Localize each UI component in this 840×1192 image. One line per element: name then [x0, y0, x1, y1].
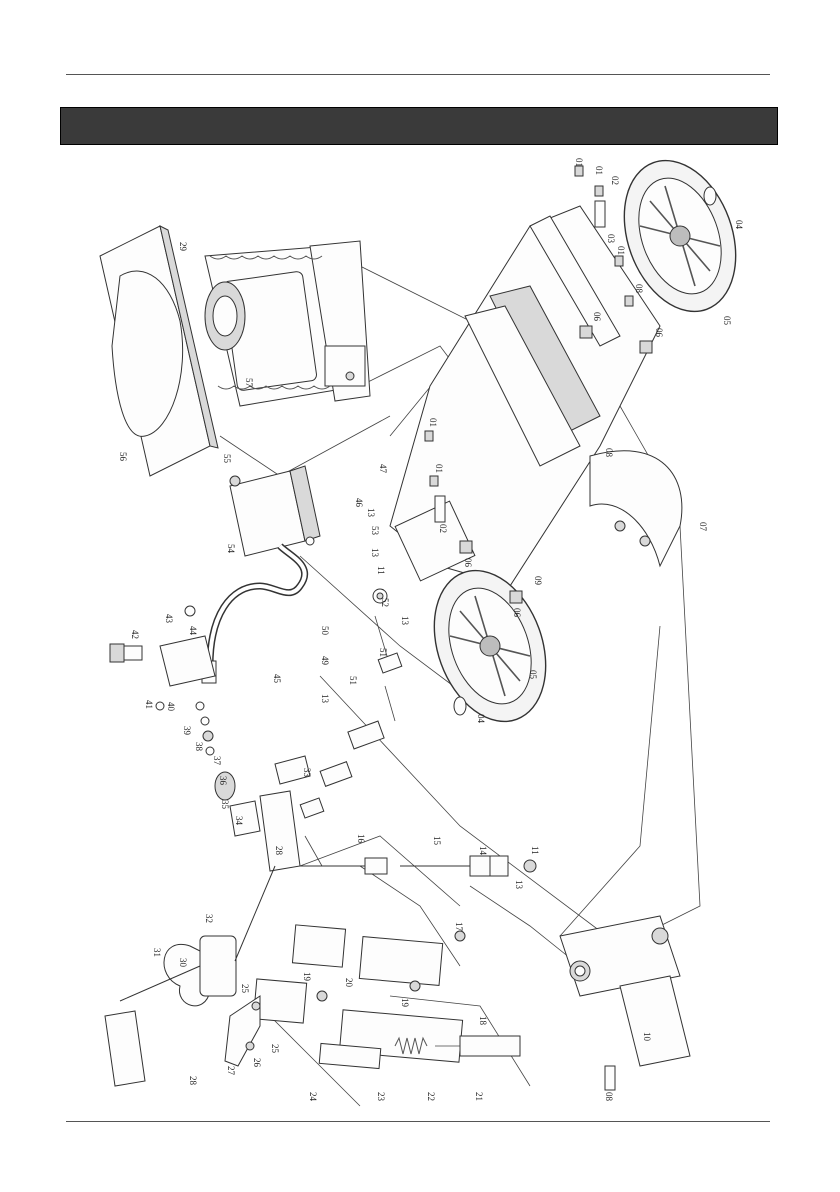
part-label: 05 — [528, 670, 538, 680]
part-label: 09 — [533, 576, 543, 586]
part-label: 07 — [698, 522, 708, 532]
part-label: 51 — [378, 648, 388, 657]
part-label: 04 — [476, 714, 486, 724]
part-label: 06 — [592, 312, 602, 322]
part-label: 11 — [530, 846, 540, 855]
lever-assembly — [225, 996, 260, 1066]
shaft-column — [253, 925, 465, 1062]
part-label: 02 — [438, 524, 448, 533]
part-label: 19 — [302, 972, 312, 982]
part-label: 24 — [308, 1092, 318, 1102]
footer-rule — [66, 1121, 770, 1122]
part-label: 28 — [274, 846, 284, 856]
part-label: 28 — [188, 1076, 198, 1086]
part-label: 54 — [226, 544, 236, 554]
part-label: 36 — [218, 776, 228, 786]
kickstand-bracket — [590, 451, 682, 566]
exploded-parts-diagram: 01 01 02 03 01 04 05 08 06 06 01 01 02 0… — [60, 146, 780, 1112]
part-label: 13 — [366, 508, 376, 518]
part-label: 10 — [642, 1032, 652, 1042]
part-label: 20 — [344, 978, 354, 988]
part-label: 50 — [320, 626, 330, 636]
part-label: 13 — [370, 548, 380, 558]
part-label: 46 — [354, 498, 364, 508]
part-label: 13 — [400, 616, 410, 626]
part-label: 40 — [166, 702, 176, 712]
part-label: 05 — [722, 316, 732, 326]
part-label: 42 — [130, 630, 140, 639]
part-label: 01 — [574, 158, 584, 167]
header-rule — [66, 74, 770, 75]
part-label: 25 — [270, 1044, 280, 1054]
part-label: 49 — [320, 656, 330, 666]
motor-housing — [205, 241, 370, 406]
part-label: 14 — [478, 846, 488, 856]
part-label: 02 — [610, 176, 620, 185]
part-label: 26 — [252, 1058, 262, 1068]
part-label: 06 — [463, 558, 473, 568]
part-label: 19 — [400, 998, 410, 1008]
mounting-bracket — [560, 916, 690, 1090]
part-label: 31 — [152, 948, 162, 957]
part-label: 21 — [474, 1092, 484, 1101]
part-label: 39 — [182, 726, 192, 736]
part-label: 06 — [654, 328, 664, 338]
valve-block — [110, 606, 215, 710]
part-label: 06 — [512, 608, 522, 618]
part-label: 30 — [178, 958, 188, 968]
part-label: 17 — [454, 922, 464, 932]
part-label: 32 — [204, 914, 214, 923]
part-label: 38 — [194, 742, 204, 752]
part-label: 57 — [244, 378, 254, 388]
threaded-rods — [300, 856, 536, 876]
part-label: 47 — [378, 464, 388, 474]
part-label: 34 — [234, 816, 244, 826]
part-label: 41 — [144, 700, 154, 709]
cover-plate — [100, 226, 218, 476]
section-title-bar — [60, 107, 778, 145]
part-label: 01 — [594, 166, 604, 175]
air-hose — [202, 546, 305, 683]
part-label: 13 — [514, 880, 524, 890]
part-label: 08 — [634, 284, 644, 294]
part-label: 04 — [734, 220, 744, 230]
part-label: 27 — [226, 1066, 236, 1076]
part-label: 25 — [240, 984, 250, 994]
part-label: 55 — [222, 454, 232, 464]
part-label: 08 — [604, 1092, 614, 1102]
part-label: 44 — [188, 626, 198, 636]
part-label: 37 — [212, 756, 222, 766]
handle-assembly — [105, 791, 300, 1086]
air-cylinder — [230, 466, 320, 556]
part-label: 33 — [302, 768, 312, 778]
part-label: 16 — [356, 834, 366, 844]
part-label: 18 — [478, 1016, 488, 1026]
part-label: 13 — [320, 694, 330, 704]
part-label: 01 — [434, 464, 444, 473]
exploded-view-svg: 01 01 02 03 01 04 05 08 06 06 01 01 02 0… — [60, 146, 780, 1112]
pin-bushings — [300, 589, 402, 866]
part-label: 43 — [164, 614, 174, 624]
part-label: 11 — [376, 566, 386, 575]
part-label: 01 — [428, 418, 438, 427]
part-label: 15 — [432, 836, 442, 846]
part-label: 56 — [118, 452, 128, 462]
part-label: 52 — [380, 598, 390, 607]
part-label: 51 — [348, 676, 358, 685]
part-label: 45 — [272, 674, 282, 684]
part-label: 53 — [370, 526, 380, 536]
part-label: 01 — [616, 246, 626, 255]
part-label: 08 — [604, 448, 614, 458]
part-label: 35 — [220, 800, 230, 810]
part-label: 23 — [376, 1092, 386, 1102]
part-label: 22 — [426, 1092, 436, 1101]
part-label: 29 — [178, 242, 188, 252]
part-label: 03 — [606, 234, 616, 244]
